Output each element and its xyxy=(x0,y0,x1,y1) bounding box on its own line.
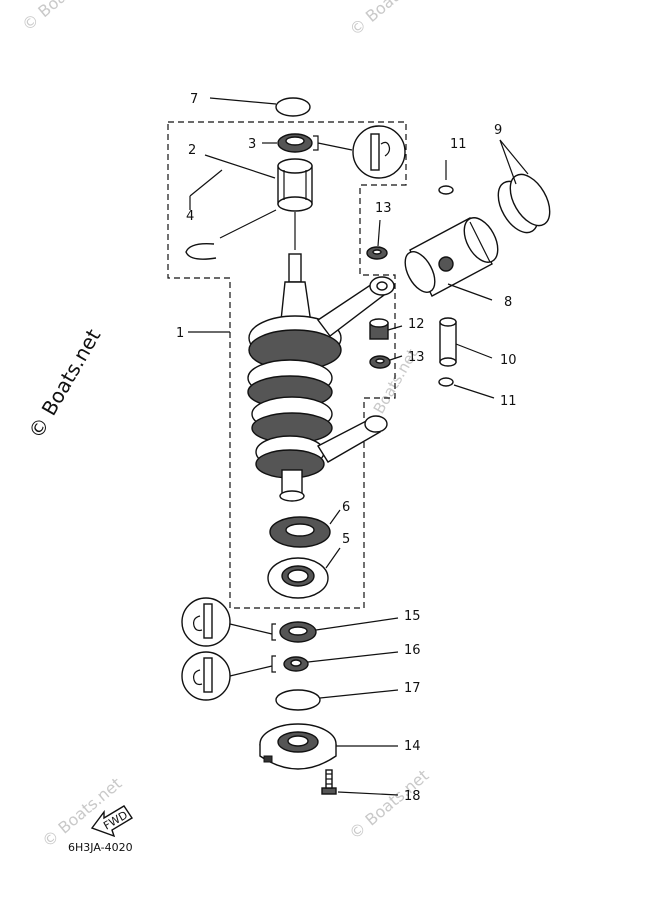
connecting-rods xyxy=(316,276,395,463)
part-11-circlip-bottom xyxy=(438,377,454,387)
part-8-piston xyxy=(404,217,499,297)
part-14-bearing-housing xyxy=(259,723,337,770)
callout-13-top: 13 xyxy=(375,201,392,216)
part-18-bolt xyxy=(321,769,337,795)
callout-3: 3 xyxy=(248,137,256,152)
callout-1: 1 xyxy=(176,326,184,341)
watermark-top-right: © Boats.net xyxy=(346,0,433,39)
part-9-ring-2 xyxy=(509,173,551,227)
callout-14: 14 xyxy=(404,739,421,754)
callout-4: 4 xyxy=(186,209,194,224)
part-11-circlip-top xyxy=(438,185,454,195)
watermark-top-left: © Boats.net xyxy=(18,0,105,35)
callout-17: 17 xyxy=(404,681,421,696)
watermark-bottom-right: © Boats.net xyxy=(345,766,432,843)
callout-11-bottom: 11 xyxy=(500,394,517,409)
callout-8: 8 xyxy=(504,295,512,310)
callout-9: 9 xyxy=(494,123,502,138)
callout-10: 10 xyxy=(500,353,517,368)
assembly-boundary xyxy=(167,121,407,609)
diagram-code: 6H3JA-4020 xyxy=(68,841,133,854)
callout-6: 6 xyxy=(342,500,350,515)
callout-5: 5 xyxy=(342,532,350,547)
part-17-o-ring xyxy=(275,689,321,711)
callout-15: 15 xyxy=(404,609,421,624)
crankshaft xyxy=(247,253,342,502)
callout-11-top: 11 xyxy=(450,137,467,152)
callout-16: 16 xyxy=(404,643,421,658)
callout-12: 12 xyxy=(408,317,425,332)
callout-13-bottom: 13 xyxy=(408,350,425,365)
callout-18: 18 xyxy=(404,789,421,804)
watermark-side: © Boats.net xyxy=(24,325,106,443)
callout-7: 7 xyxy=(190,92,198,107)
part-4-circlip xyxy=(185,242,217,260)
part-10-piston-pin xyxy=(439,321,457,363)
part-7-o-ring xyxy=(275,97,311,117)
callout-2: 2 xyxy=(188,143,196,158)
